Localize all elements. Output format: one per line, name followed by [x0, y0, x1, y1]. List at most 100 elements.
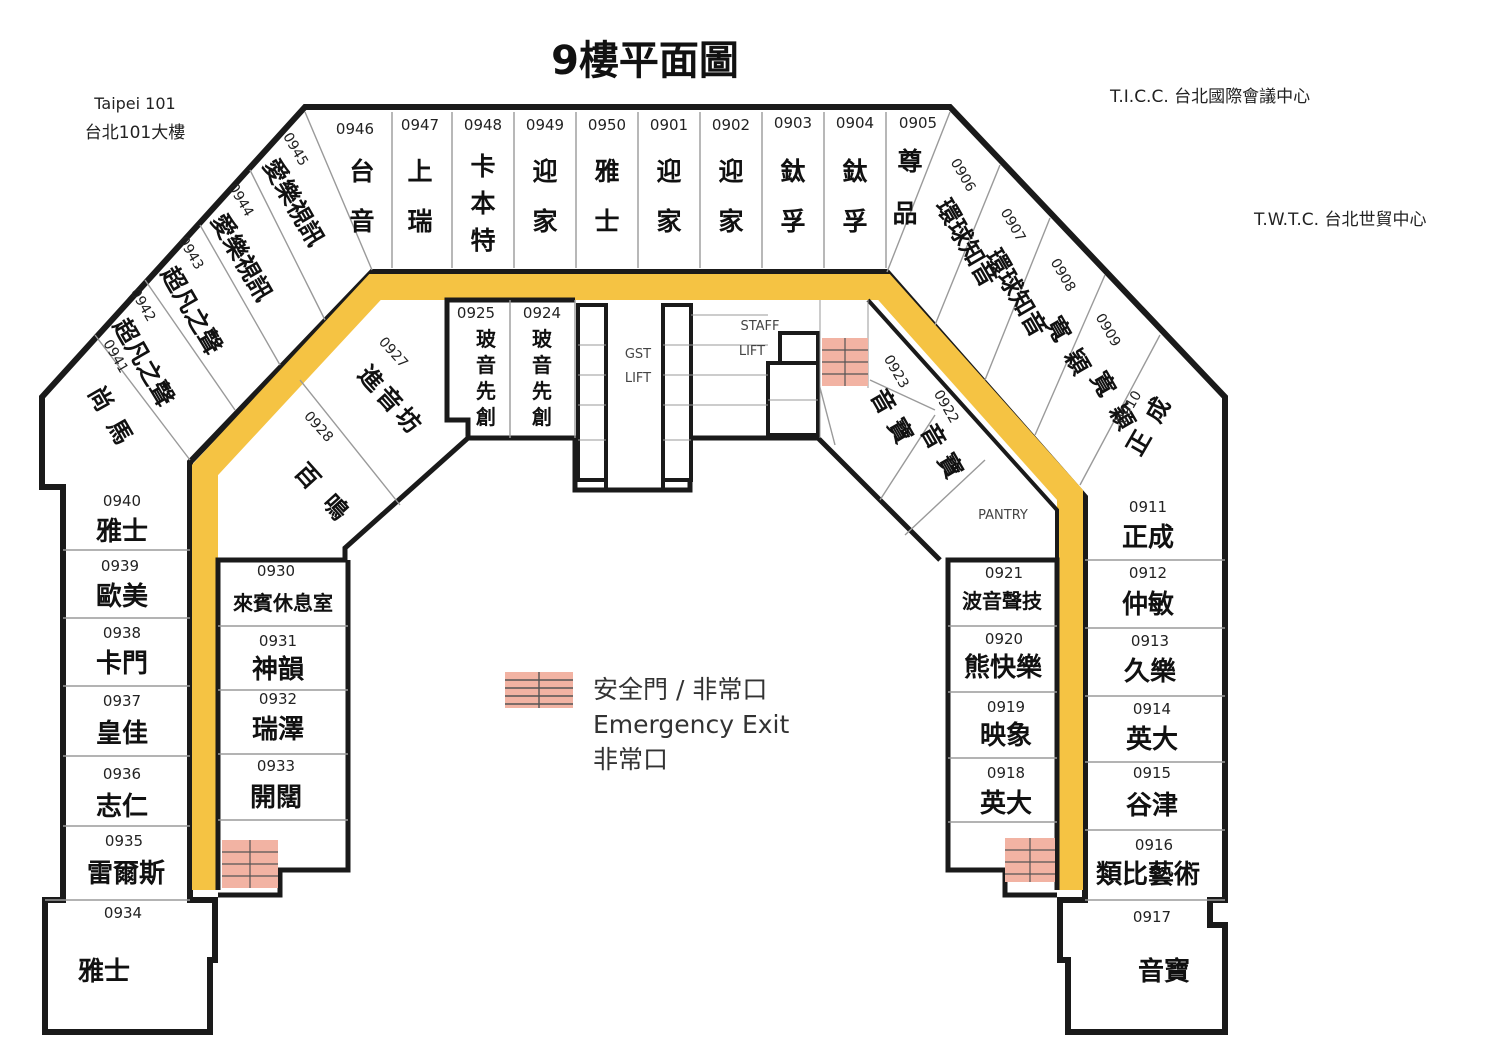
room-0902[interactable]: 0902 迎 家	[712, 116, 750, 236]
room-name: 音寶	[915, 419, 973, 492]
room-0915[interactable]: 0915 谷津	[1126, 764, 1178, 821]
legend-line3: 非常口	[593, 745, 668, 774]
room-0904[interactable]: 0904 鈦 孚	[836, 114, 874, 236]
room-0936[interactable]: 0936 志仁	[96, 765, 148, 822]
room-0918[interactable]: 0918 英大	[980, 764, 1032, 819]
room-name-2: 士	[594, 207, 619, 236]
room-name-2: 家	[532, 207, 557, 236]
room-0950[interactable]: 0950 雅 士	[588, 116, 626, 236]
staff-lift-label: LIFT	[739, 344, 765, 359]
room-number: 0917	[1133, 908, 1171, 926]
room-0947[interactable]: 0947 上 瑞	[401, 116, 439, 236]
room-0924[interactable]: 0924 玻 音 先 創	[523, 304, 561, 429]
room-name-1: 迎	[718, 157, 743, 186]
room-0925[interactable]: 0925 玻 音 先 創	[457, 304, 497, 429]
inner-wall-left-low	[218, 560, 351, 898]
exit-stair-left	[222, 840, 278, 888]
room-0930[interactable]: 0930 來賓休息室	[233, 562, 333, 615]
room-0948[interactable]: 0948 卡 本 特	[464, 116, 502, 255]
room-name: 志仁	[96, 792, 148, 822]
room-number: 0947	[401, 116, 439, 134]
room-number: 0916	[1135, 836, 1173, 854]
room-0914[interactable]: 0914 英大	[1126, 700, 1178, 755]
room-name-1: 上	[407, 157, 432, 186]
room-name-4: 創	[475, 405, 496, 429]
room-name: 正成	[1122, 523, 1174, 553]
room-0949[interactable]: 0949 迎 家	[526, 116, 564, 236]
room-name-2: 孚	[842, 207, 867, 236]
room-name-2: 孚	[780, 207, 805, 236]
room-0946[interactable]: 0946 台 音	[336, 120, 375, 236]
room-name: 百鳴	[289, 458, 366, 539]
room-number: 0932	[259, 690, 297, 708]
room-0913[interactable]: 0913 久樂	[1124, 632, 1177, 687]
room-number: 0914	[1133, 700, 1171, 718]
exit-stair-top	[822, 338, 868, 386]
room-name: 久樂	[1124, 656, 1177, 687]
room-name: 歐美	[96, 581, 148, 612]
room-number: 0935	[105, 832, 143, 850]
top-row: 0946 台 音 0947 上 瑞 0948 卡 本 特 0949 迎 家 09…	[336, 114, 937, 255]
room-name: 英大	[980, 789, 1032, 819]
room-name-2: 品	[892, 199, 917, 228]
room-number: 0924	[523, 304, 561, 322]
room-0932[interactable]: 0932 瑞澤	[252, 690, 304, 745]
room-0928[interactable]: 0928 百鳴	[265, 408, 391, 539]
room-0927[interactable]: 0927 進音坊	[345, 334, 450, 441]
room-0940[interactable]: 0940 雅士	[96, 492, 148, 547]
room-0921[interactable]: 0921 波音聲技	[962, 564, 1043, 613]
room-number: 0920	[985, 630, 1023, 648]
room-number: 0925	[457, 304, 495, 322]
room-name-2: 瑞	[407, 207, 432, 236]
room-0912[interactable]: 0912 仲敏	[1122, 564, 1174, 620]
room-number: 0927	[375, 334, 411, 371]
room-0919[interactable]: 0919 映象	[980, 698, 1032, 751]
room-name: 皇佳	[96, 719, 148, 749]
room-number: 0904	[836, 114, 874, 132]
room-0933[interactable]: 0933 開闊	[250, 757, 302, 813]
room-name: 進音坊	[352, 360, 429, 441]
room-name: 開闊	[250, 783, 302, 813]
top-partitions	[45, 111, 1225, 901]
room-0938[interactable]: 0938 卡門	[96, 624, 148, 679]
landmark-taipei101-zh: 台北101大樓	[84, 123, 186, 143]
room-name-1: 迎	[656, 157, 681, 186]
legend-line1: 安全門 / 非常口	[593, 675, 767, 704]
room-0931[interactable]: 0931 神韻	[252, 632, 305, 685]
room-0903[interactable]: 0903 鈦 孚	[774, 114, 812, 236]
room-0939[interactable]: 0939 歐美	[96, 557, 148, 612]
pantry-label: PANTRY	[978, 508, 1028, 523]
room-0901[interactable]: 0901 迎 家	[650, 116, 688, 236]
room-number: 0933	[257, 757, 295, 775]
room-name: 波音聲技	[962, 589, 1043, 613]
exit-stair-right	[1005, 838, 1055, 882]
room-number: 0903	[774, 114, 812, 132]
room-0911[interactable]: 0911 正成	[1122, 498, 1174, 553]
room-name: 雅士	[96, 517, 148, 547]
room-0905[interactable]: 0905 尊 品	[892, 114, 937, 228]
room-name-4: 創	[531, 405, 552, 429]
room-0934[interactable]: 0934 雅士	[78, 904, 142, 987]
room-name-1: 卡	[470, 152, 495, 181]
room-number: 0902	[712, 116, 750, 134]
room-name: 音寶	[1138, 956, 1190, 987]
room-number: 0918	[987, 764, 1025, 782]
room-0920[interactable]: 0920 熊快樂	[964, 630, 1043, 683]
room-0916[interactable]: 0916 類比藝術	[1096, 836, 1200, 890]
room-0937[interactable]: 0937 皇佳	[96, 692, 148, 749]
room-number: 0919	[987, 698, 1025, 716]
inner-diag-rooms: 0928 百鳴 0927 進音坊 0923 音寶 0922 音寶	[265, 334, 973, 539]
landmark-twtc: T.W.T.C. 台北世貿中心	[1254, 210, 1427, 230]
left-inner-column: 0930 來賓休息室 0931 神韻 0932 瑞澤 0933 開闊	[233, 562, 333, 813]
legend: 安全門 / 非常口 Emergency Exit 非常口	[505, 672, 789, 774]
room-name: 卡門	[96, 649, 148, 679]
core-rooms: 0925 玻 音 先 創 0924 玻 音 先 創 GST LIFT STAFF…	[457, 304, 1028, 523]
room-0917[interactable]: 0917 音寶	[1133, 908, 1190, 987]
room-name-2: 音	[349, 207, 374, 236]
room-name-3: 先	[532, 379, 552, 403]
room-number: 0946	[336, 120, 374, 138]
room-0935[interactable]: 0935 雷爾斯	[87, 832, 165, 889]
room-name: 映象	[980, 720, 1032, 751]
room-name-2: 音	[476, 353, 496, 377]
gst-lift-label: LIFT	[625, 371, 651, 386]
